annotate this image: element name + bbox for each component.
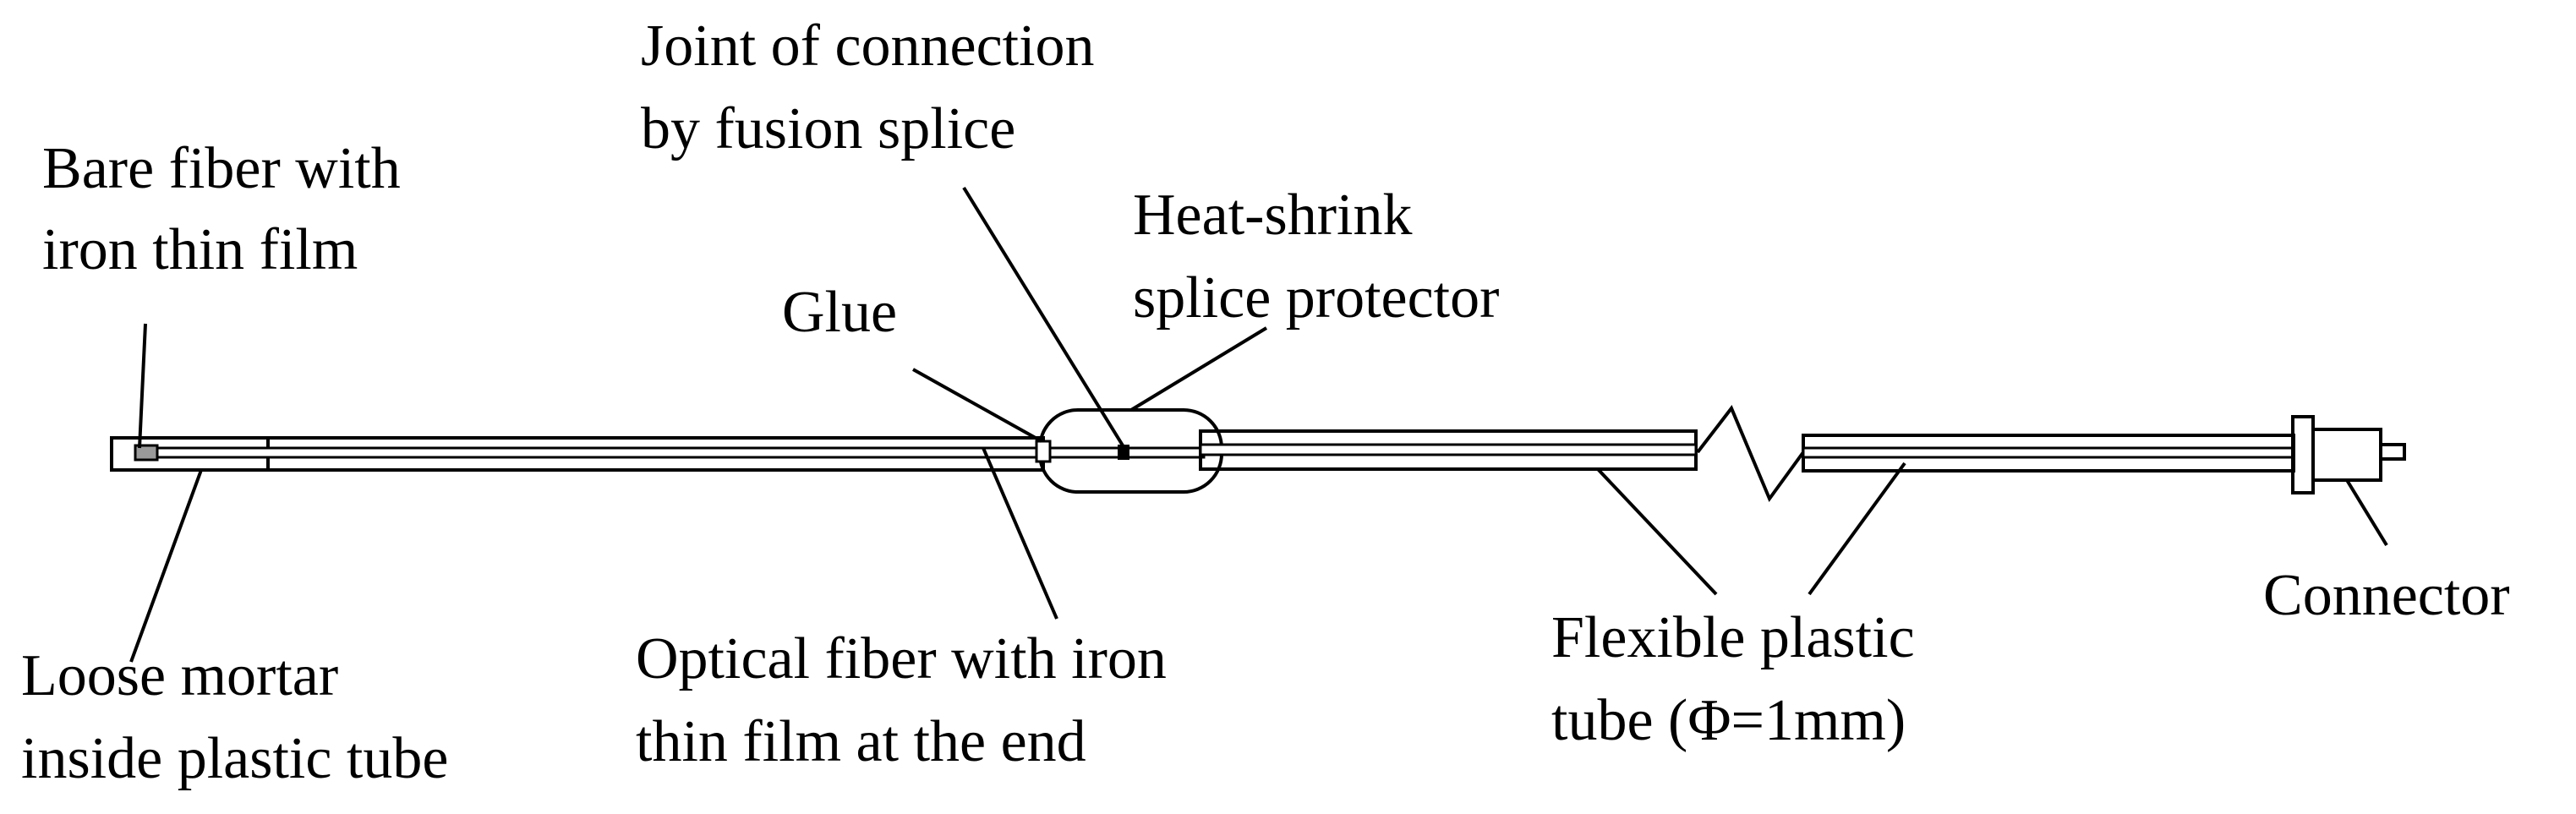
label-flexible-tube-line2: tube (Φ=1mm)	[1551, 688, 1906, 753]
label-loose-mortar-line2: inside plastic tube	[21, 726, 448, 791]
leader-flexible-tube-1	[1596, 467, 1718, 596]
splice-fiber-left	[1042, 446, 1121, 459]
leader-joint	[962, 186, 1124, 447]
leader-loose-mortar	[129, 469, 203, 663]
label-heat-shrink-line1: Heat-shrink	[1133, 183, 1412, 248]
fusion-joint	[1118, 445, 1129, 460]
flexible-tube-channel-1	[1199, 443, 1698, 456]
flexible-tube-channel-2	[1802, 446, 2295, 459]
leader-optical-fiber	[982, 447, 1058, 620]
leader-bare-fiber	[138, 323, 147, 449]
splice-fiber-right	[1126, 446, 1206, 459]
label-optical-fiber-line1: Optical fiber with iron	[636, 626, 1167, 691]
labels: Bare fiber with iron thin film Joint of …	[21, 14, 2510, 791]
label-heat-shrink-line2: splice protector	[1133, 265, 1499, 331]
label-joint-line1: Joint of connection	[641, 14, 1095, 79]
connector-flange	[2291, 415, 2315, 494]
splice-protector	[1035, 408, 1223, 494]
label-joint-line2: by fusion splice	[641, 96, 1015, 161]
leader-lines	[129, 186, 2388, 663]
label-bare-fiber-line1: Bare fiber with	[42, 136, 401, 201]
flexible-tube-part-2	[1802, 434, 2295, 473]
leader-connector	[2345, 478, 2388, 547]
leader-glue	[912, 368, 1042, 443]
inner-fiber-channel	[146, 446, 1046, 459]
label-optical-fiber-line2: thin film at the end	[636, 709, 1086, 774]
break-zigzag	[1696, 405, 1805, 503]
label-glue: Glue	[782, 280, 897, 345]
leader-flexible-tube-2	[1808, 462, 1906, 596]
leader-heat-shrink	[1129, 326, 1268, 412]
label-loose-mortar-line1: Loose mortar	[21, 643, 338, 708]
label-bare-fiber-line2: iron thin film	[42, 217, 358, 282]
left-plastic-tube	[110, 436, 1046, 472]
label-connector: Connector	[2263, 563, 2510, 628]
flexible-tube-part-1	[1199, 429, 1698, 471]
bare-fiber-tip	[134, 444, 159, 462]
connector-body	[2311, 428, 2382, 482]
label-flexible-tube-line1: Flexible plastic	[1551, 605, 1915, 670]
connector-ferrule	[2379, 443, 2406, 461]
glue-blob	[1035, 440, 1052, 463]
